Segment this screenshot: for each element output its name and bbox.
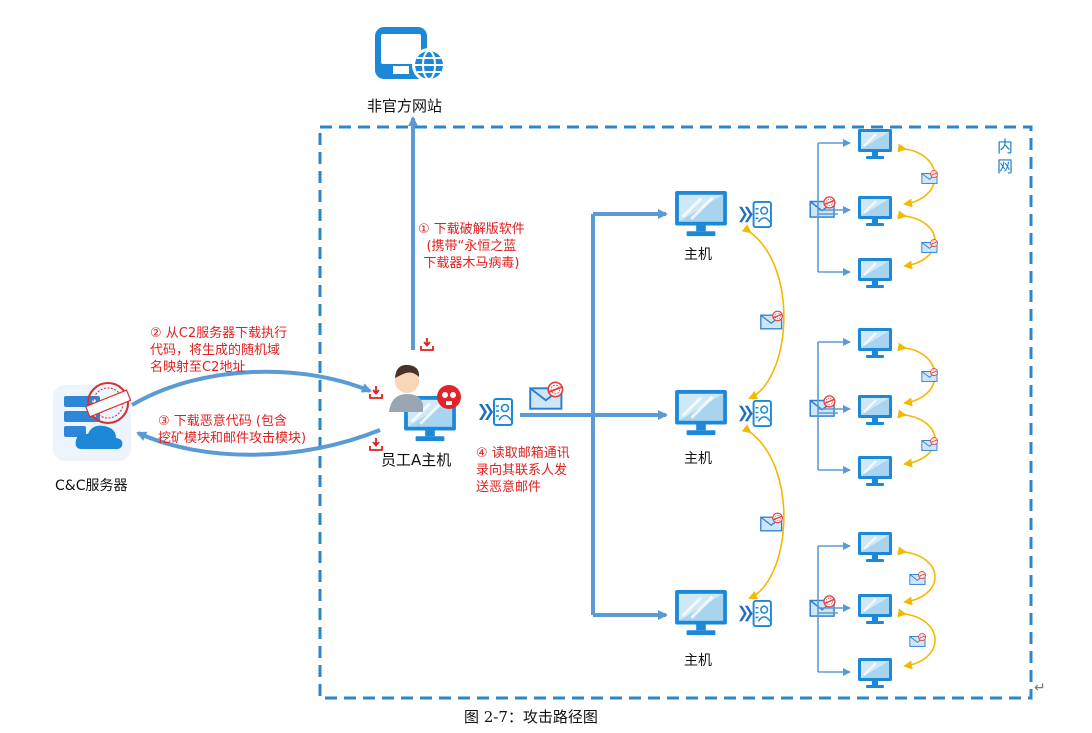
step1-line-1: ① 下载破解版软件 (418, 222, 525, 237)
download-arrow-icon (369, 385, 383, 399)
leaf-monitor-icon (857, 327, 893, 359)
leaf-monitor-icon (857, 257, 893, 289)
leaf-monitor-icon (857, 128, 893, 160)
step3-label: ③ 下载恶意代码 (包含 挖矿模块和邮件攻击模块) (158, 413, 306, 447)
malicious-email-icon (760, 310, 784, 330)
website-label: 非官方网站 (367, 97, 443, 115)
branch-line (817, 546, 838, 672)
step4-label: ④ 读取邮箱通讯 录向其联系人发 送恶意邮件 (476, 445, 570, 496)
step2-line-1: ② 从C2服务器下载执行 (150, 326, 288, 341)
malicious-email-icon (921, 170, 939, 184)
intranet-label-char-1: 内 (997, 137, 1014, 156)
spread-arc-arrow (897, 409, 936, 468)
host-monitor-icon (674, 589, 728, 637)
cc-server-label: C&C服务器 (55, 478, 128, 494)
contact-book-icon (738, 201, 772, 228)
leaf-monitor-icon (857, 593, 893, 625)
host-label-1: 主机 (684, 247, 712, 263)
intranet-label-char-2: 网 (997, 157, 1014, 176)
step4-line-3: 送恶意邮件 (476, 480, 542, 495)
step2-arc-arrow (130, 369, 372, 407)
step3-line-1: ③ 下载恶意代码 (包含 (158, 414, 287, 429)
host-label-2: 主机 (684, 451, 712, 467)
leaf-monitor-icon (857, 195, 893, 227)
step2-line-2: 代码，将生成的随机域 (150, 343, 281, 358)
employee-avatar-icon (389, 364, 423, 412)
malicious-email-icon (760, 512, 784, 532)
step4-line-1: ④ 读取邮箱通讯 (476, 446, 570, 461)
step4-line-2: 录向其联系人发 (476, 463, 568, 478)
spread-arc-arrow (897, 210, 936, 270)
malicious-email-icon (921, 239, 939, 253)
branch-line (817, 143, 838, 272)
malicious-email-icon (909, 571, 927, 585)
host-monitor-icon (674, 389, 728, 437)
leaf-monitor-icon (857, 455, 893, 487)
malicious-stamp-icon (84, 382, 132, 424)
spread-arc-arrow (897, 546, 936, 606)
employee-host-label: 员工A主机 (381, 451, 452, 469)
step1-label: ① 下载破解版软件 (携带“永恒之蓝 下载器木马病毒) (418, 221, 525, 272)
host-monitor-icon (674, 190, 728, 238)
branch-line (817, 342, 838, 470)
website-monitor-globe-icon (375, 27, 446, 82)
figure-caption: 图 2-7：攻击路径图 (464, 708, 598, 726)
contact-book-icon (738, 400, 772, 427)
leaf-monitor-icon (857, 531, 893, 563)
mail-distribution-arrows (520, 209, 668, 620)
malicious-email-icon (909, 633, 927, 647)
host-spread-arc-arrow (741, 224, 785, 400)
leaf-monitor-icon (857, 394, 893, 426)
host-label-3: 主机 (684, 653, 712, 669)
contact-book-icon (478, 398, 514, 426)
return-mark: ↵ (1034, 680, 1046, 696)
skull-virus-icon (437, 385, 461, 409)
intranet-label: 内 网 (997, 137, 1013, 177)
step3-line-2: 挖矿模块和邮件攻击模块) (158, 431, 307, 446)
malicious-email-icon (921, 437, 939, 451)
intranet-boundary (318, 125, 1033, 700)
contact-book-icon (738, 600, 772, 627)
step1-line-2: (携带“永恒之蓝 (426, 239, 517, 254)
malicious-email-icon (921, 368, 939, 382)
step2-label: ② 从C2服务器下载执行 代码，将生成的随机域 名映射至C2地址 (150, 325, 287, 376)
malicious-email-icon (529, 381, 564, 410)
download-arrow-icon (420, 337, 434, 351)
spread-arc-arrow (897, 608, 936, 670)
leaf-monitor-icon (857, 657, 893, 689)
step3-arc-arrow (136, 428, 381, 457)
step1-line-3: 下载器木马病毒) (423, 256, 520, 271)
host-spread-arc-arrow (741, 424, 785, 600)
step2-line-3: 名映射至C2地址 (150, 360, 246, 375)
